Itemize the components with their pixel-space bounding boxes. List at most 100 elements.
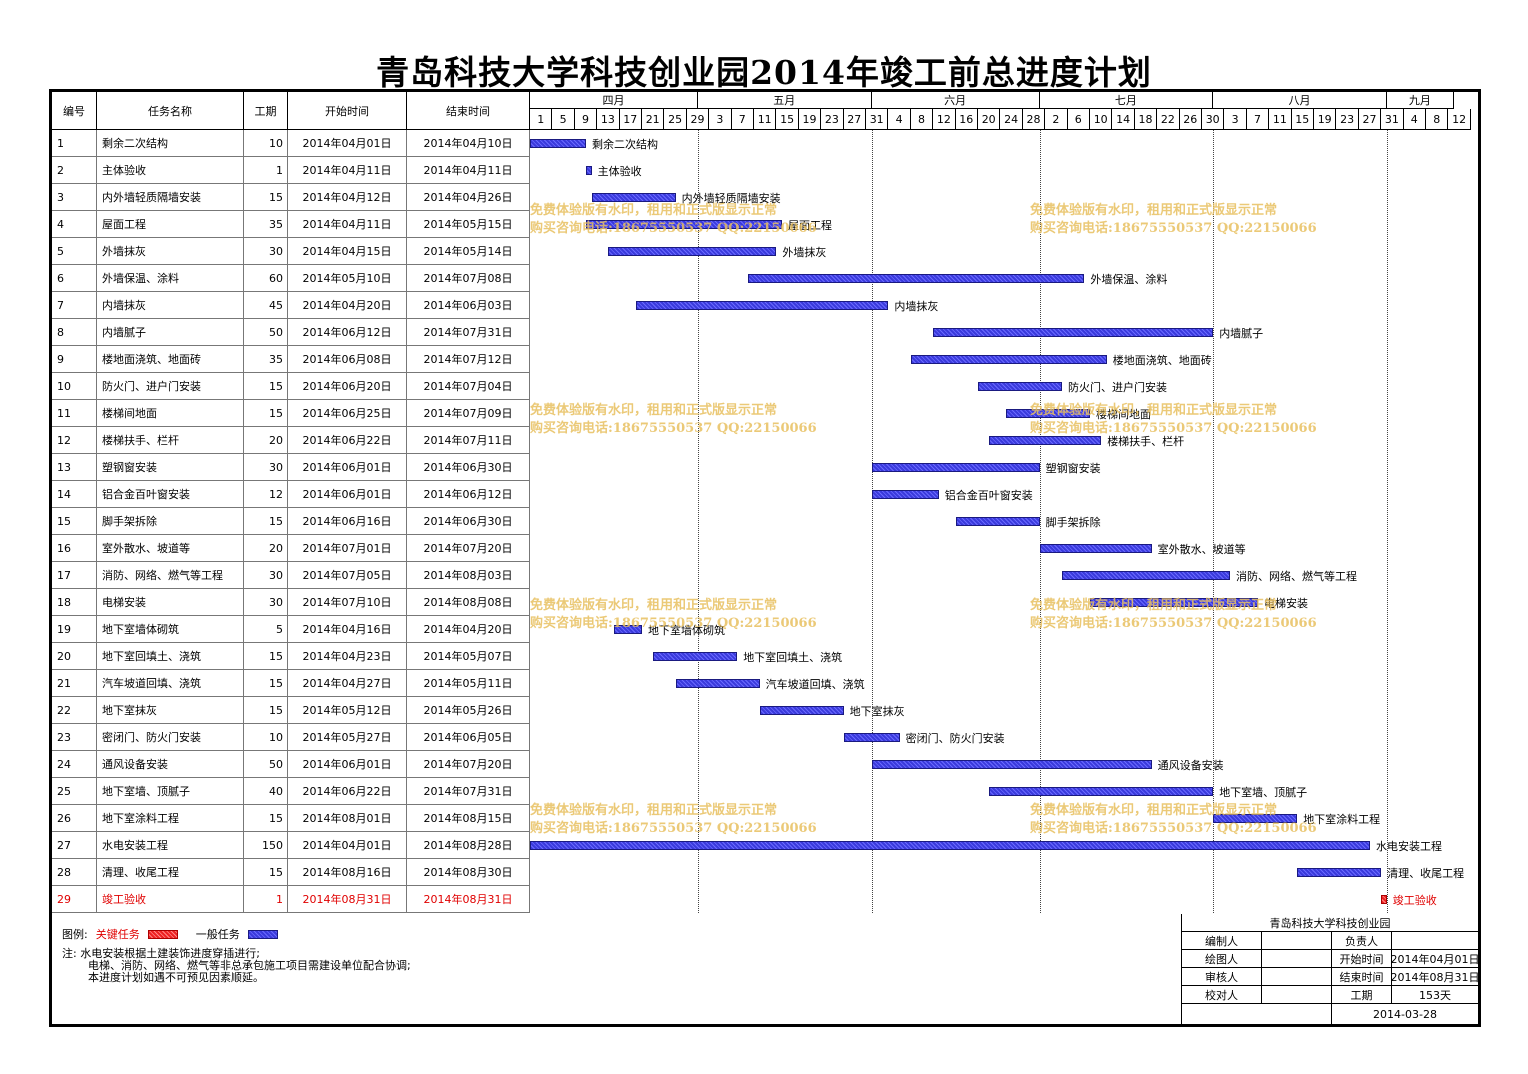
task-bar xyxy=(989,436,1102,445)
task-start: 2014年07月01日 xyxy=(288,535,407,562)
task-id: 5 xyxy=(52,238,97,265)
task-duration: 20 xyxy=(244,427,288,454)
task-id: 29 xyxy=(52,886,97,913)
day-tick: 7 xyxy=(731,109,754,130)
task-bar xyxy=(530,841,1370,850)
month-gridline xyxy=(871,130,873,913)
task-duration: 30 xyxy=(244,589,288,616)
day-tick: 27 xyxy=(1358,109,1382,130)
day-tick: 25 xyxy=(664,109,687,130)
task-name: 消防、网络、燃气等工程 xyxy=(97,562,244,589)
task-bar xyxy=(871,463,1040,472)
task-bar xyxy=(978,382,1062,391)
page-title: 青岛科技大学科技创业园2014年竣工前总进度计划 xyxy=(376,53,1152,92)
task-end: 2014年06月30日 xyxy=(407,454,530,481)
header-dur: 工期 xyxy=(244,92,288,130)
task-start: 2014年04月20日 xyxy=(288,292,407,319)
task-bar-label: 内墙抹灰 xyxy=(894,300,939,313)
month-header-5: 九月 xyxy=(1386,92,1454,109)
task-end: 2014年06月12日 xyxy=(407,481,530,508)
task-duration: 50 xyxy=(244,319,288,346)
task-id: 18 xyxy=(52,589,97,616)
tb-value xyxy=(1262,932,1332,950)
month-header-4: 八月 xyxy=(1213,92,1387,109)
task-duration: 15 xyxy=(244,805,288,832)
task-bar-label: 剩余二次结构 xyxy=(592,138,658,151)
task-name: 剩余二次结构 xyxy=(97,130,244,157)
watermark: 免费体验版有水印，租用和正式版显示正常购买咨询电话:18675550537 QQ… xyxy=(530,597,817,633)
task-end: 2014年08月31日 xyxy=(407,886,530,913)
task-start: 2014年04月16日 xyxy=(288,616,407,643)
task-bar xyxy=(636,301,889,310)
task-name: 地下室涂料工程 xyxy=(97,805,244,832)
task-bar-label: 地下室墙体砌筑 xyxy=(648,624,725,637)
task-bar xyxy=(591,193,676,202)
task-bar xyxy=(933,328,1214,337)
task-duration: 20 xyxy=(244,535,288,562)
task-duration: 30 xyxy=(244,238,288,265)
task-end: 2014年04月20日 xyxy=(407,616,530,643)
task-id: 23 xyxy=(52,724,97,751)
task-id: 25 xyxy=(52,778,97,805)
task-start: 2014年06月12日 xyxy=(288,319,407,346)
task-start: 2014年07月05日 xyxy=(288,562,407,589)
task-id: 14 xyxy=(52,481,97,508)
task-start: 2014年07月10日 xyxy=(288,589,407,616)
task-bar xyxy=(1297,868,1382,877)
task-end: 2014年06月03日 xyxy=(407,292,530,319)
day-tick: 21 xyxy=(642,109,665,130)
watermark-line-1: 免费体验版有水印，租用和正式版显示正常 xyxy=(530,598,778,613)
tb-label: 审核人 xyxy=(1182,968,1262,986)
day-tick: 20 xyxy=(978,109,1001,130)
task-bar-label: 密闭门、防火门安装 xyxy=(905,732,1005,745)
task-bar-label: 消防、网络、燃气等工程 xyxy=(1236,570,1357,583)
task-bar-label: 楼梯扶手、栏杆 xyxy=(1107,435,1185,448)
day-tick: 9 xyxy=(574,109,598,130)
tb-label: 校对人 xyxy=(1182,986,1262,1004)
task-end: 2014年05月11日 xyxy=(407,670,530,697)
day-tick: 31 xyxy=(1381,109,1404,130)
day-tick: 2 xyxy=(1045,109,1068,130)
task-bar xyxy=(586,166,592,175)
legend-label: 图例: xyxy=(62,928,88,941)
task-id: 9 xyxy=(52,346,97,373)
task-bar xyxy=(989,787,1214,796)
task-start: 2014年06月22日 xyxy=(288,427,407,454)
task-end: 2014年07月31日 xyxy=(407,778,530,805)
tb-value2: 153天 xyxy=(1392,986,1479,1004)
day-tick: 23 xyxy=(1336,109,1359,130)
task-id: 21 xyxy=(52,670,97,697)
task-duration: 1 xyxy=(244,886,288,913)
task-bar xyxy=(1090,598,1258,607)
watermark: 免费体验版有水印，租用和正式版显示正常购买咨询电话:18675550537 QQ… xyxy=(530,202,817,238)
task-bar xyxy=(871,490,939,499)
task-id: 26 xyxy=(52,805,97,832)
task-bar-label: 屋面工程 xyxy=(788,219,832,232)
task-start: 2014年06月08日 xyxy=(288,346,407,373)
watermark-line-2: 购买咨询电话:18675550537 QQ:22150066 xyxy=(1030,821,1317,836)
task-end: 2014年08月15日 xyxy=(407,805,530,832)
day-tick: 12 xyxy=(1448,109,1471,130)
task-bar-label: 内外墙轻质隔墙安装 xyxy=(681,192,781,205)
day-tick: 24 xyxy=(1000,109,1023,130)
day-tick: 19 xyxy=(798,109,822,130)
task-bar xyxy=(608,247,777,256)
task-name: 楼梯间地面 xyxy=(97,400,244,427)
task-bar xyxy=(614,625,642,634)
task-name: 主体验收 xyxy=(97,157,244,184)
tb-value xyxy=(1262,986,1332,1004)
task-start: 2014年06月25日 xyxy=(288,400,407,427)
day-tick: 12 xyxy=(933,109,956,130)
task-bar-label: 内墙腻子 xyxy=(1219,327,1264,340)
tb-date: 2014-03-28 xyxy=(1332,1004,1479,1024)
legend-normal-label: 一般任务 xyxy=(195,928,240,941)
task-bar-label: 脚手架拆除 xyxy=(1045,516,1101,529)
task-name: 外墙抹灰 xyxy=(97,238,244,265)
task-end: 2014年07月12日 xyxy=(407,346,530,373)
task-bar-label: 通风设备安装 xyxy=(1157,759,1224,772)
note-line-2: 电梯、消防、网络、燃气等非总承包施工项目需建设单位配合协调; xyxy=(88,959,411,972)
task-end: 2014年07月20日 xyxy=(407,751,530,778)
month-header-1: 五月 xyxy=(698,92,872,109)
day-tick: 10 xyxy=(1090,109,1113,130)
day-tick: 26 xyxy=(1179,109,1202,130)
